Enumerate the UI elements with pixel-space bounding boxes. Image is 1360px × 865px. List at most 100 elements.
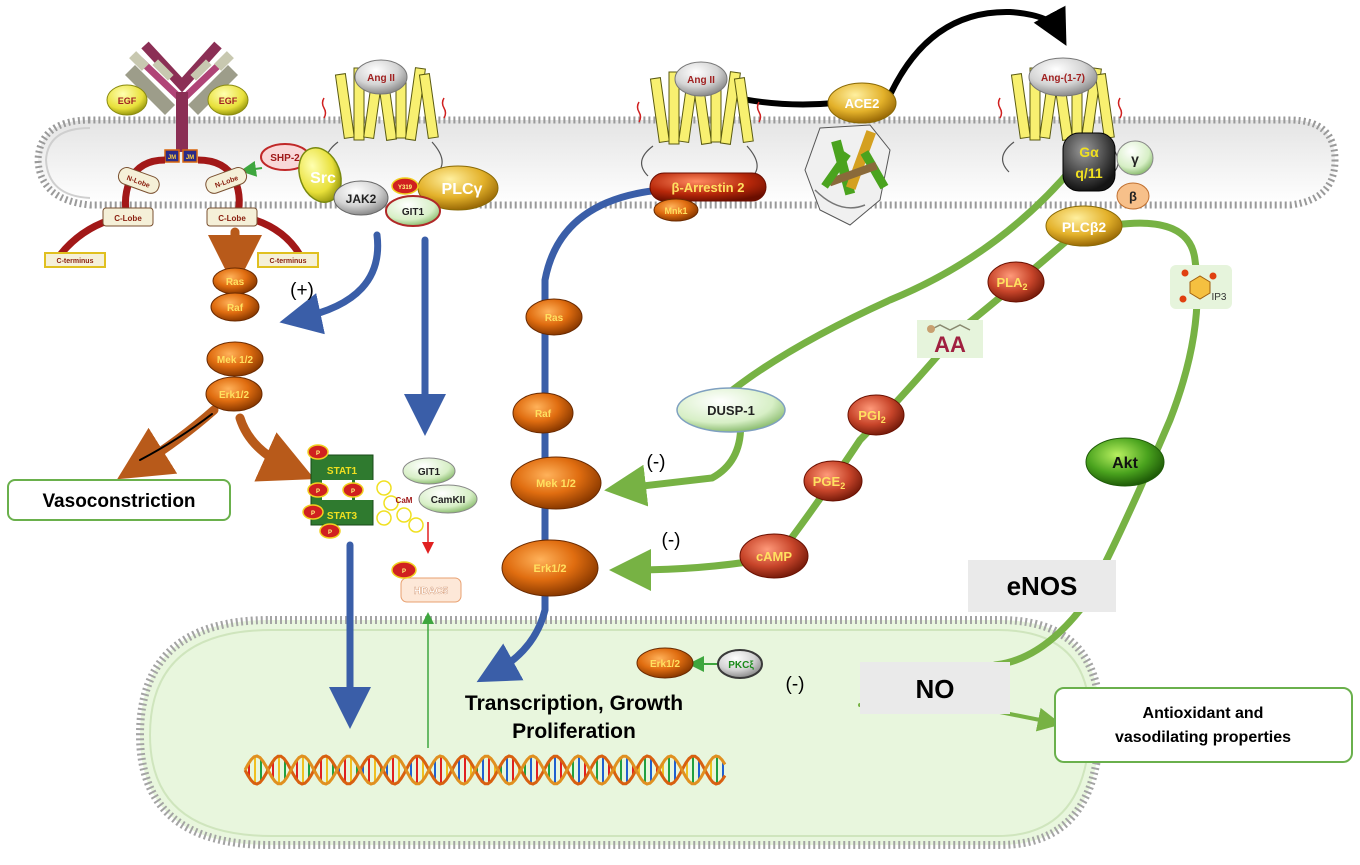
lipid-anchor (1117, 97, 1123, 119)
lipid-anchor (756, 101, 762, 123)
raf-node-arrestin: Raf (512, 392, 574, 434)
jm-domain-right (182, 149, 198, 163)
svg-text:Antioxidant and: Antioxidant and (1143, 705, 1264, 722)
lipid-anchor (997, 97, 1003, 119)
mek-node-arrestin: Mek 1/2 (510, 456, 602, 510)
svg-text:AA: AA (934, 332, 966, 357)
phosphate-label: P (328, 530, 332, 536)
svg-text:HDAC5: HDAC5 (414, 586, 449, 597)
svg-text:Erk1/2: Erk1/2 (219, 390, 249, 401)
c-terminus-left (44, 252, 106, 268)
transcription-label: Transcription, Growth Proliferation (465, 692, 683, 743)
phosphate-label: P (316, 451, 320, 457)
ras-node-arrestin: Ras (525, 298, 583, 336)
phosphate-group (307, 444, 329, 460)
lipid-anchor (636, 101, 642, 123)
svg-text:CamKII: CamKII (431, 495, 466, 506)
jm-domain-left (164, 149, 180, 163)
svg-text:Ras: Ras (226, 277, 245, 288)
svg-text:GIT1: GIT1 (418, 467, 441, 478)
svg-text:Vasoconstriction: Vasoconstriction (42, 491, 195, 512)
lipid-anchor (441, 97, 447, 119)
ace2-enzyme: ACE2 (804, 82, 897, 226)
ras-node-egfr: Ras (212, 267, 258, 295)
svg-text:Ang II: Ang II (367, 73, 395, 84)
svg-text:IP3: IP3 (1211, 292, 1226, 303)
phosphate-label: P (311, 511, 315, 517)
svg-text:Erk1/2: Erk1/2 (533, 563, 566, 575)
svg-text:CaM: CaM (396, 496, 413, 505)
plcg-node: PLCγ (417, 165, 499, 211)
svg-text:Mek 1/2: Mek 1/2 (536, 478, 576, 490)
camp-node: cAMP (739, 533, 809, 579)
svg-text:Akt: Akt (1112, 455, 1138, 472)
svg-text:β-Arrestin 2: β-Arrestin 2 (672, 180, 745, 195)
svg-text:Mek 1/2: Mek 1/2 (217, 355, 254, 366)
c-lobe-right (206, 207, 258, 227)
egfr-cascade: Ras Raf Mek 1/2 Erk1/2 (+) (205, 267, 314, 412)
minus-label-erk: (-) (662, 530, 681, 551)
c-terminus-right (257, 252, 319, 268)
svg-text:SHP-2: SHP-2 (270, 153, 300, 164)
plcb2-node: PLCβ2 (1045, 205, 1123, 247)
svg-text:Ang-(1-7): Ang-(1-7) (1041, 73, 1085, 84)
svg-text:cAMP: cAMP (756, 549, 792, 564)
pge2-label: PGE (813, 474, 841, 489)
erk-node-egfr: Erk1/2 (205, 376, 263, 412)
intracellular-loop (641, 145, 654, 177)
phosphate-group (307, 482, 329, 498)
svg-text:Proliferation: Proliferation (512, 720, 636, 743)
svg-text:vasodilating properties: vasodilating properties (1115, 729, 1291, 746)
transmembrane-helix (404, 67, 426, 141)
svg-text:Raf: Raf (535, 409, 552, 420)
stat1-label: STAT1 (327, 466, 358, 477)
svg-text:Transcription, Growth: Transcription, Growth (465, 692, 683, 715)
n-lobe-right (205, 167, 248, 194)
svg-text:Y319: Y319 (398, 185, 413, 191)
git1-nuclear-node: GIT1 (402, 457, 456, 485)
svg-text:GIT1: GIT1 (402, 207, 425, 218)
beta-arrestin-node: β-Arrestin 2 (649, 172, 767, 202)
pgi2-subscript: 2 (881, 415, 886, 425)
svg-text:PKCξ: PKCξ (728, 660, 754, 671)
galpha-q11-node: Gα q/11 (1062, 132, 1116, 192)
jm-right-label: JM (186, 155, 194, 161)
transmembrane-helix (1010, 73, 1031, 139)
svg-text:eNOS: eNOS (1007, 571, 1078, 601)
antioxidant-box: Antioxidant and vasodilating properties (1054, 687, 1353, 763)
svg-text:PLA2: PLA2 (996, 275, 1027, 292)
hdac5-phospho-label: P (402, 569, 406, 575)
transmembrane-helix (668, 71, 680, 145)
dna-helix (243, 754, 727, 786)
phosphate-label: P (351, 489, 355, 495)
pkc-node: PKCξ (717, 649, 763, 679)
svg-text:PGI2: PGI2 (858, 408, 885, 425)
pge2-node: PGE2 (803, 460, 863, 502)
lipid-anchor (321, 97, 327, 119)
svg-text:PLCγ: PLCγ (442, 181, 483, 198)
mas-pathway: DUSP-1 PLA2 AA PGI2 PGE2 cAMP (676, 261, 1232, 714)
pgi2-node: PGI2 (847, 394, 905, 436)
blue-pathway-lines (279, 186, 664, 729)
pgi2-label: PGI (858, 408, 880, 423)
transmembrane-helix (649, 77, 670, 143)
dusp1-node: DUSP-1 (676, 387, 786, 433)
pla2-node: PLA2 (987, 261, 1045, 303)
gamma-subunit-node: γ (1116, 140, 1154, 176)
c-terminus-left-label: C-terminus (57, 258, 94, 265)
phosphate-group (342, 482, 364, 498)
c-lobe-left-label: C-Lobe (114, 214, 142, 223)
svg-text:ACE2: ACE2 (845, 96, 880, 111)
transmembrane-helix (334, 73, 355, 139)
dna-strand (243, 754, 727, 786)
camkii-node: CamKII (418, 484, 478, 514)
svg-text:Erk1/2: Erk1/2 (650, 659, 680, 670)
nuclear-erk-pkc: Erk1/2 PKCξ (-) (636, 647, 804, 695)
svg-text:Gα: Gα (1079, 144, 1099, 160)
c-terminus-right-label: C-terminus (270, 258, 307, 265)
stat3-label: STAT3 (327, 511, 358, 522)
egf-receptor: EGF EGF JM JM N-Lobe N-Lobe C-Lobe C-Lob… (44, 41, 319, 268)
